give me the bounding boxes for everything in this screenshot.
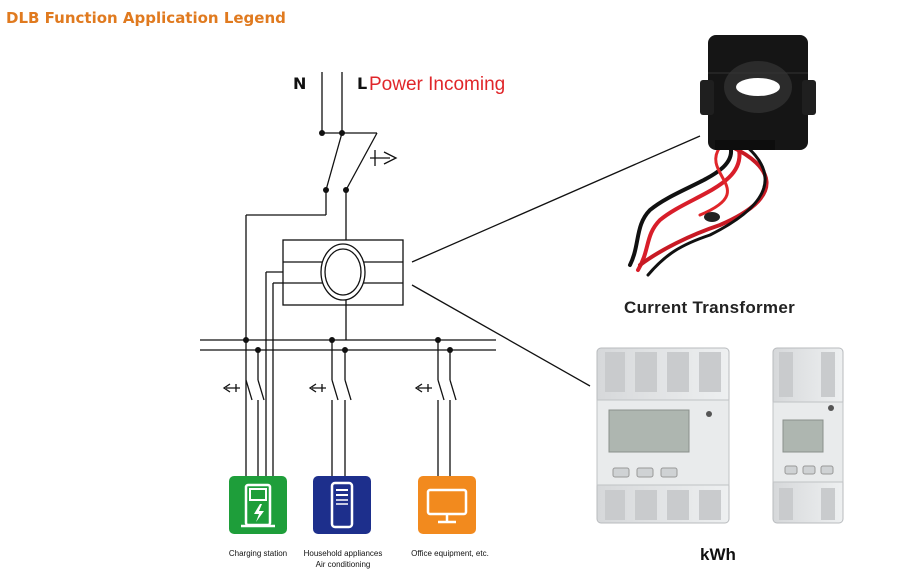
line-label: L bbox=[357, 74, 368, 93]
load-caption-charging: Charging station bbox=[218, 548, 298, 559]
current-transformer-image bbox=[628, 35, 816, 277]
load-caption-household: Household appliances Air conditioning bbox=[296, 548, 390, 570]
neutral-label: N bbox=[293, 74, 307, 93]
load-caption-office: Office equipment, etc. bbox=[400, 548, 500, 559]
current-transformer-label: Current Transformer bbox=[624, 298, 796, 317]
caption-line: Air conditioning bbox=[315, 560, 371, 569]
power-incoming-label: Power Incoming bbox=[369, 74, 506, 95]
caption-line: Household appliances bbox=[303, 549, 383, 558]
caption-line: Office equipment, etc. bbox=[411, 549, 489, 558]
appliance-icon bbox=[313, 476, 371, 534]
monitor-icon bbox=[418, 476, 476, 534]
caption-line: Charging station bbox=[228, 549, 288, 558]
kwh-meter-image bbox=[596, 347, 844, 524]
kwh-label: kWh bbox=[700, 545, 736, 564]
charging-station-icon bbox=[229, 476, 287, 534]
page-title: DLB Function Application Legend bbox=[6, 9, 286, 27]
